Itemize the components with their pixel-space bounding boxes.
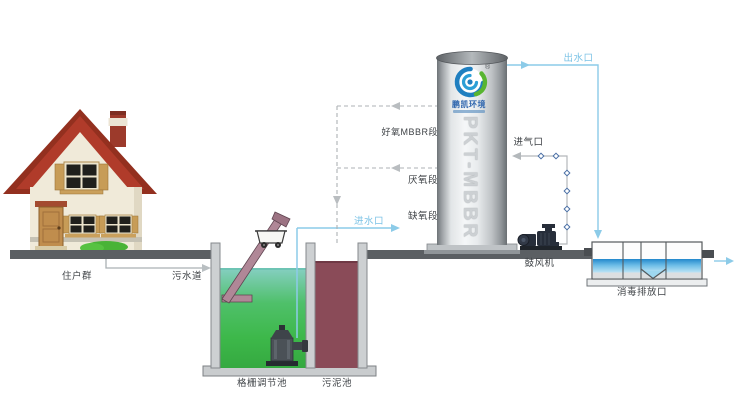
ground-left: [10, 250, 211, 259]
reactor-top-cap: [436, 51, 508, 65]
funnel-walls: [640, 268, 667, 280]
reactor-pedestal-lip: [424, 250, 520, 254]
label-discharge-outlet: 消毒排放口: [616, 287, 667, 298]
sewage-pipe-line: [105, 258, 211, 272]
outlet-arrow-right: [521, 61, 530, 69]
disinfection-outlet-stub: [702, 250, 714, 258]
lower-window-left: [61, 214, 104, 238]
air-pipe-joints: [537, 152, 571, 231]
house-plinth: [30, 237, 142, 242]
reactor-brand-tagline: [453, 110, 485, 113]
lower-window-right: [99, 214, 139, 238]
label-aerobic-section: 好氧MBBR段: [381, 127, 438, 137]
screenings-cart: [255, 230, 287, 248]
tank-wall-right: [357, 242, 368, 369]
label-sewage-channel: 污水道: [171, 271, 202, 282]
green-water: [216, 268, 310, 368]
chimney: [108, 111, 128, 147]
label-screen-tank: 格栅调节池: [236, 378, 287, 389]
sludge-surface: [311, 261, 362, 263]
house-illustration: [3, 109, 157, 253]
disinfection-subfloor: [593, 272, 701, 279]
label-blower: 鼓风机: [524, 258, 555, 269]
disinfection-base: [586, 278, 708, 287]
inlet-pipe-line: [297, 224, 400, 232]
discharge-arrow: [714, 257, 734, 265]
label-sludge-tank: 污泥池: [321, 378, 352, 389]
air-arrow: [512, 152, 521, 160]
label-residents: 住户群: [61, 271, 92, 282]
label-anoxic-section: 缺氧段: [407, 211, 438, 222]
tank-wall-left: [210, 242, 221, 369]
reactor-logo: [454, 66, 488, 98]
green-water-surface: [216, 268, 310, 270]
funnel-water: [642, 271, 665, 279]
sewage-arrow: [202, 264, 211, 272]
disinfection-inlet-stub: [584, 248, 592, 256]
disinfection-water: [593, 259, 701, 273]
upper-window: [54, 161, 109, 195]
blower-unit: [517, 224, 562, 250]
outlet-arrow-down: [594, 230, 602, 239]
registered-mark: ®: [485, 64, 491, 71]
reactor-brand-text: 鹏凯环境: [452, 100, 486, 109]
label-anaerobic-section: 厌氧段: [407, 175, 438, 186]
tank-wall-middle: [305, 242, 316, 369]
label-air-inlet: 进气口: [513, 137, 544, 148]
pretreatment-tanks: [202, 211, 377, 377]
label-outlet: 出水口: [563, 53, 594, 64]
sludge-liquid: [311, 261, 362, 368]
disinfection-tank: [584, 241, 734, 287]
mbbr-reactor-tank: [424, 51, 520, 254]
label-inlet: 进水口: [353, 216, 384, 227]
submersible-pump: [266, 325, 308, 366]
ground-right: [367, 250, 592, 259]
outlet-pipe-line: [507, 61, 602, 239]
inlet-arrow: [391, 224, 400, 232]
front-door: [35, 201, 67, 250]
air-pipe-line: [512, 152, 571, 245]
reactor-model-text: PKT-MBBR: [459, 116, 480, 241]
sludge-return-dashed-lines: [333, 102, 437, 244]
